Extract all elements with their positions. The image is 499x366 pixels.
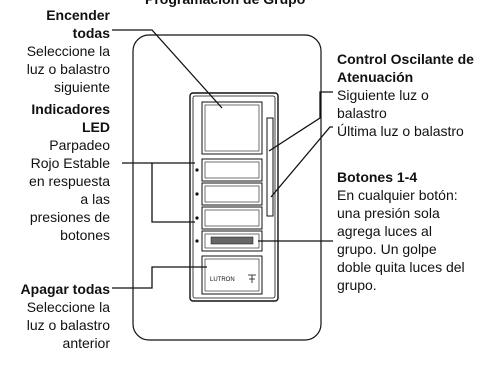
button-1-face [204,161,260,179]
encender-body-line2: luz o balastro [26,61,110,77]
botones-body-line3: agrega luces al [337,223,432,239]
botones-body-line4: grupo. Un golpe [337,241,437,257]
indicadores-body-line5: presiones de [29,209,110,225]
leader-rocker-last [270,126,333,198]
button-4-bar [210,236,254,245]
indicadores-heading-line2: LED [82,119,110,135]
leader-apagar [112,266,207,289]
button-3[interactable] [201,206,263,230]
apagar-body-line3: anterior [62,335,110,351]
led-indicator-3 [195,216,199,220]
bottom-button[interactable] [201,255,263,295]
control-frame [189,92,279,302]
botones-body-line1: En cualquier botón: [337,187,458,203]
apagar-body-line1: Seleccione la [26,299,110,315]
indicadores-heading-line1: Indicadores [31,101,110,117]
botones-body-line6: grupo. [337,277,377,293]
apagar-heading: Apagar todas [20,281,110,297]
button-2-face [204,185,260,203]
control-heading-line2: Atenuación [337,69,414,85]
botones-body-line5: doble quita luces del [337,259,465,275]
botones-heading: Botones 1-4 [337,169,418,185]
apagar-body-line2: luz o balastro [26,317,110,333]
encender-heading-line1: Encender [46,7,110,23]
indicadores-body-line1: Parpadeo [49,137,110,153]
control-body-line3: Última luz o balastro [337,123,464,139]
control-inner-frame [192,95,276,299]
wallplate [132,34,322,341]
leader-led-bracket [151,162,195,223]
indicadores-body-line3: en respuesta [29,173,110,189]
bottom-button-face [204,258,260,292]
leader-encender [112,29,223,109]
encender-body-line1: Seleccione la [26,43,110,59]
led-indicator-1 [195,168,199,172]
leader-rocker-next [268,91,333,152]
button-1[interactable] [201,158,263,182]
top-button[interactable] [201,101,263,155]
ir-receiver-icon [248,274,256,283]
indicadores-body-line2: Rojo Estable [30,155,110,171]
top-button-face [204,104,260,152]
indicadores-body-line4: a las [80,191,110,207]
diagram-title: Programación de Grupo [145,0,305,8]
control-body-line2: balastro [337,105,387,121]
indicadores-body-line6: botones [60,227,110,243]
botones-body-line2: una presión sola [337,205,440,221]
encender-body-line3: siguiente [53,79,110,95]
led-indicator-4 [195,239,199,243]
control-heading-line1: Control Oscilante de [337,51,474,67]
dimming-rocker[interactable] [266,117,274,217]
control-body-line1: Siguiente luz o [337,87,429,103]
button-2[interactable] [201,182,263,206]
encender-heading-line2: todas [72,25,110,41]
button-3-face [204,209,260,227]
lutron-logo: LUTRON [210,277,235,283]
led-indicator-2 [195,192,199,196]
